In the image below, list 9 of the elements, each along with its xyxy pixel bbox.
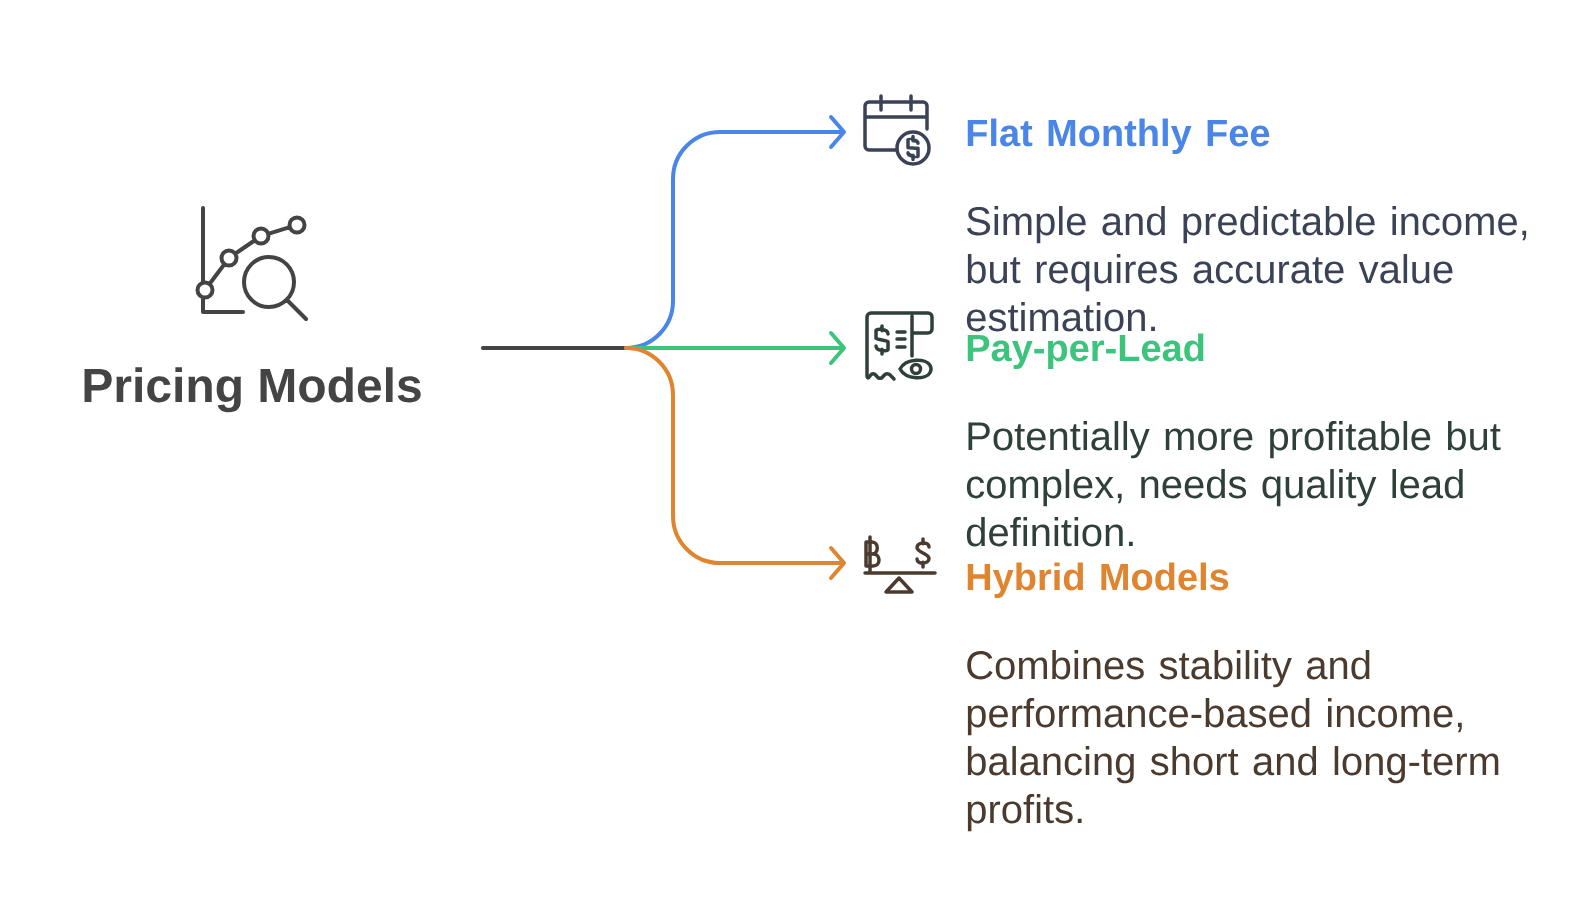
arrow [624, 346, 846, 580]
heading: Hybrid Models [967, 562, 1229, 598]
heading: Flat Monthly Fee [967, 118, 1270, 154]
description: Simple and predictable income, but requires accurate value estimation. [966, 206, 1527, 332]
description: Potentially more profitable but complex, needs quality lead definition. [966, 421, 1501, 547]
connector-line [480, 346, 628, 350]
title: Pricing Models [84, 367, 421, 413]
heading: Pay-per-Lead [967, 333, 1204, 369]
description: Combines stability and performance-based income, balancing short and long-term profits. [967, 650, 1499, 832]
